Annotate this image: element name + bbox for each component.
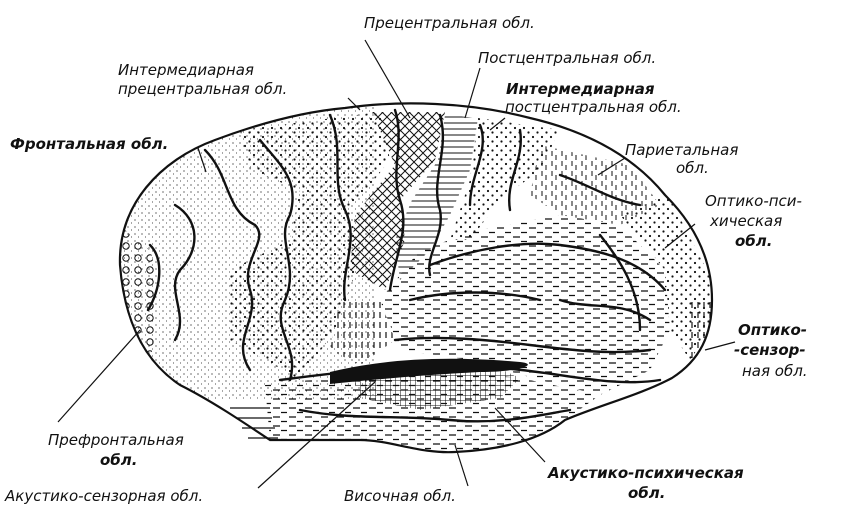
label-intermediate-precentral-1: Интермедиарная [118, 61, 254, 79]
label-optic-sensory-2: -сензор- [734, 341, 806, 359]
label-acoustic-psychic-2: обл. [628, 484, 665, 502]
label-acoustic-sensory: Акустико-сензорная обл. [4, 487, 203, 505]
label-prefrontal-1: Префронтальная [48, 431, 184, 449]
label-optic-psychic-2: хическая [709, 212, 782, 230]
label-acoustic-psychic-1: Акустико-психическая [547, 464, 744, 482]
label-intermediate-postcentral-1: Интермедиарная [506, 80, 655, 98]
label-precentral: Прецентральная обл. [364, 14, 535, 32]
label-optic-sensory-1: Оптико- [738, 321, 807, 339]
label-intermediate-postcentral-2: постцентральная обл. [505, 98, 682, 116]
label-parietal-2: обл. [676, 159, 709, 177]
label-optic-sensory-3: ная обл. [742, 362, 808, 380]
label-optic-psychic-3: обл. [735, 232, 772, 250]
label-parietal-1: Париетальная [625, 141, 738, 159]
label-temporal: Височная обл. [344, 487, 456, 505]
label-postcentral: Постцентральная обл. [478, 49, 656, 67]
label-frontal: Фронтальная обл. [10, 135, 168, 153]
label-optic-psychic-1: Оптико-пси- [705, 192, 802, 210]
label-prefrontal-2: обл. [100, 451, 137, 469]
label-intermediate-precentral-2: прецентральная обл. [118, 80, 287, 98]
